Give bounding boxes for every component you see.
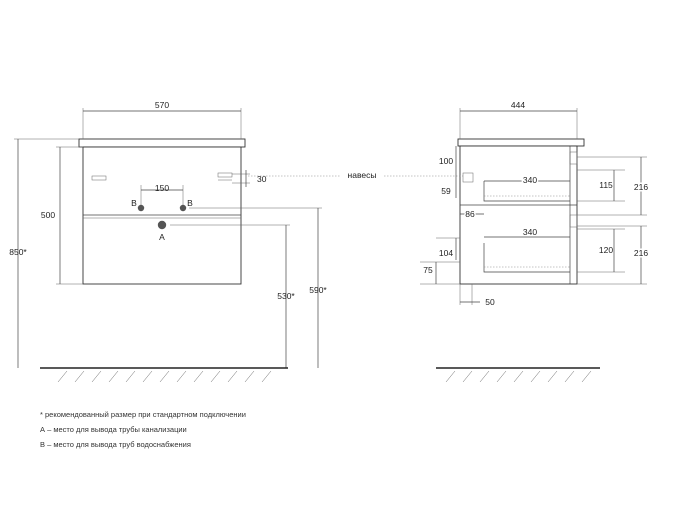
label-b-right: B <box>187 198 193 208</box>
floor-hatch-stroke <box>581 370 592 383</box>
hinges-label: навесы <box>348 170 377 180</box>
leg-offset-label: 50 <box>485 297 495 307</box>
upper-drawer-front-label: 216 <box>634 182 648 192</box>
upper-front-profile <box>569 151 578 165</box>
pipe-spacing-label: 150 <box>155 183 169 193</box>
floor-hatch-stroke <box>193 370 204 383</box>
lower-front-profile <box>569 214 578 228</box>
back-offset-label: 86 <box>465 209 475 219</box>
bottom-offset-label: 75 <box>423 265 433 275</box>
lower-drawer-box <box>483 243 570 273</box>
top-offset-label: 100 <box>439 156 453 166</box>
side-view: 444 навесы 100 59 340 115 216 86 340 <box>248 100 650 383</box>
lower-drawer-inner-label: 120 <box>599 245 613 255</box>
water-inlet-left-marker <box>137 204 145 212</box>
front-width-label: 570 <box>155 100 169 110</box>
hinge-right-mark <box>217 172 233 178</box>
label-a: A <box>159 232 165 242</box>
front-countertop <box>78 138 246 148</box>
side-floor-hatch <box>445 370 592 383</box>
front-body-height-label: 500 <box>41 210 55 220</box>
side-countertop <box>457 138 585 147</box>
lower-drawer-depth-label: 340 <box>523 227 537 237</box>
lower-drawer-front-label: 216 <box>634 248 648 258</box>
outlet-height-label: 530* <box>277 291 295 301</box>
floor-hatch-stroke <box>176 370 187 383</box>
floor-hatch-stroke <box>108 370 119 383</box>
floor-hatch-stroke <box>564 370 575 383</box>
total-height-label: 850* <box>9 247 27 257</box>
label-b-left: B <box>131 198 137 208</box>
front-cabinet <box>82 146 242 285</box>
upper-drawer-inner-label: 115 <box>599 180 613 190</box>
floor-hatch-stroke <box>227 370 238 383</box>
front-view: 570 500 850* 150 B B A 30 530* 5 <box>9 100 327 383</box>
floor-hatch-stroke <box>57 370 68 383</box>
floor-hatch-stroke <box>530 370 541 383</box>
inlet-height-label: 590* <box>309 285 327 295</box>
floor-hatch-stroke <box>479 370 490 383</box>
floor-hatch-stroke <box>210 370 221 383</box>
lower-offset-label: 104 <box>439 248 453 258</box>
top-gap-label: 59 <box>441 186 451 196</box>
upper-drawer-box <box>483 181 570 202</box>
side-depth-label: 444 <box>511 100 525 110</box>
floor-hatch-stroke <box>445 370 456 383</box>
floor-hatch-stroke <box>159 370 170 383</box>
floor-hatch-stroke <box>91 370 102 383</box>
note-drain-outlet: А – место для вывода трубы канализации <box>40 425 187 434</box>
floor-hatch-stroke <box>547 370 558 383</box>
floor-hatch-stroke <box>462 370 473 383</box>
floor-hatch-stroke <box>513 370 524 383</box>
note-water-inlet: В – место для вывода труб водоснабжения <box>40 440 191 449</box>
water-inlet-right-marker <box>179 204 187 212</box>
notes-block: * рекомендованный размер при стандартном… <box>40 407 246 452</box>
floor-hatch-stroke <box>125 370 136 383</box>
drain-outlet-marker <box>157 220 167 230</box>
side-cabinet <box>459 145 578 285</box>
floor-hatch-stroke <box>261 370 272 383</box>
front-floor-hatch <box>57 370 272 383</box>
note-recommended-size: * рекомендованный размер при стандартном… <box>40 410 246 419</box>
side-hinge-mark <box>462 172 474 183</box>
floor-hatch-stroke <box>244 370 255 383</box>
hinge-offset-label: 30 <box>257 174 267 184</box>
floor-hatch-stroke <box>74 370 85 383</box>
hinge-left-mark <box>91 175 107 181</box>
floor-hatch-stroke <box>496 370 507 383</box>
upper-drawer-depth-label: 340 <box>523 175 537 185</box>
floor-hatch-stroke <box>142 370 153 383</box>
